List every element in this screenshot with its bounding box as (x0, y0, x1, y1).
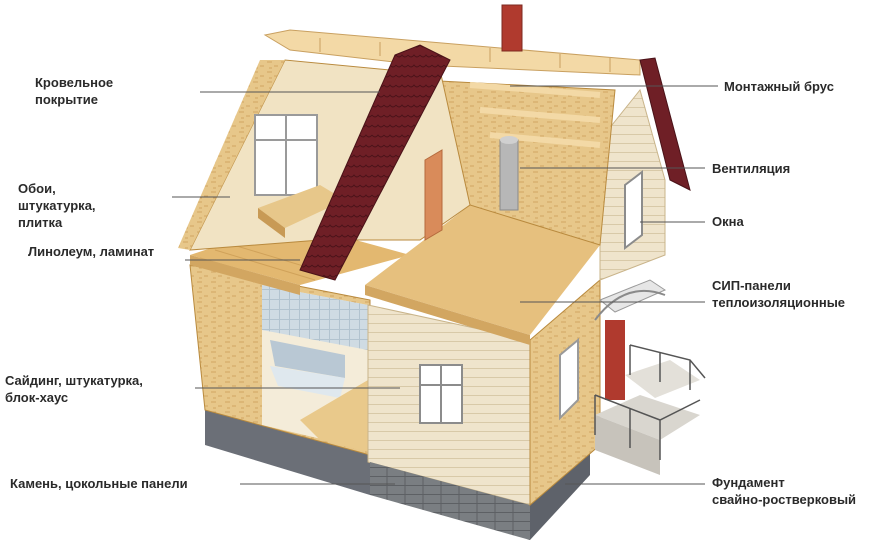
porch (595, 280, 705, 475)
entry-door (605, 320, 625, 400)
gable-window (625, 172, 642, 248)
attic-left-window (255, 115, 317, 195)
front-wall (368, 305, 530, 540)
label-beam: Монтажный брус (724, 78, 834, 95)
label-sip: СИП-панели теплоизоляционные (712, 277, 845, 311)
label-siding: Сайдинг, штукатурка, блок-хаус (5, 372, 143, 406)
ventilation-pipe (500, 136, 518, 210)
attic-door (425, 150, 442, 240)
label-ventilation: Вентиляция (712, 160, 790, 177)
label-stone: Камень, цокольные панели (10, 475, 188, 492)
label-roofing: Кровельное покрытие (35, 74, 113, 108)
canopy (600, 280, 665, 312)
label-foundation: Фундамент свайно-ростверковый (712, 474, 856, 508)
label-wallpaper: Обои, штукатурка, плитка (18, 180, 96, 231)
label-linoleum: Линолеум, ламинат (28, 243, 154, 260)
chimney (502, 5, 522, 51)
front-window (420, 365, 462, 423)
label-windows: Окна (712, 213, 744, 230)
